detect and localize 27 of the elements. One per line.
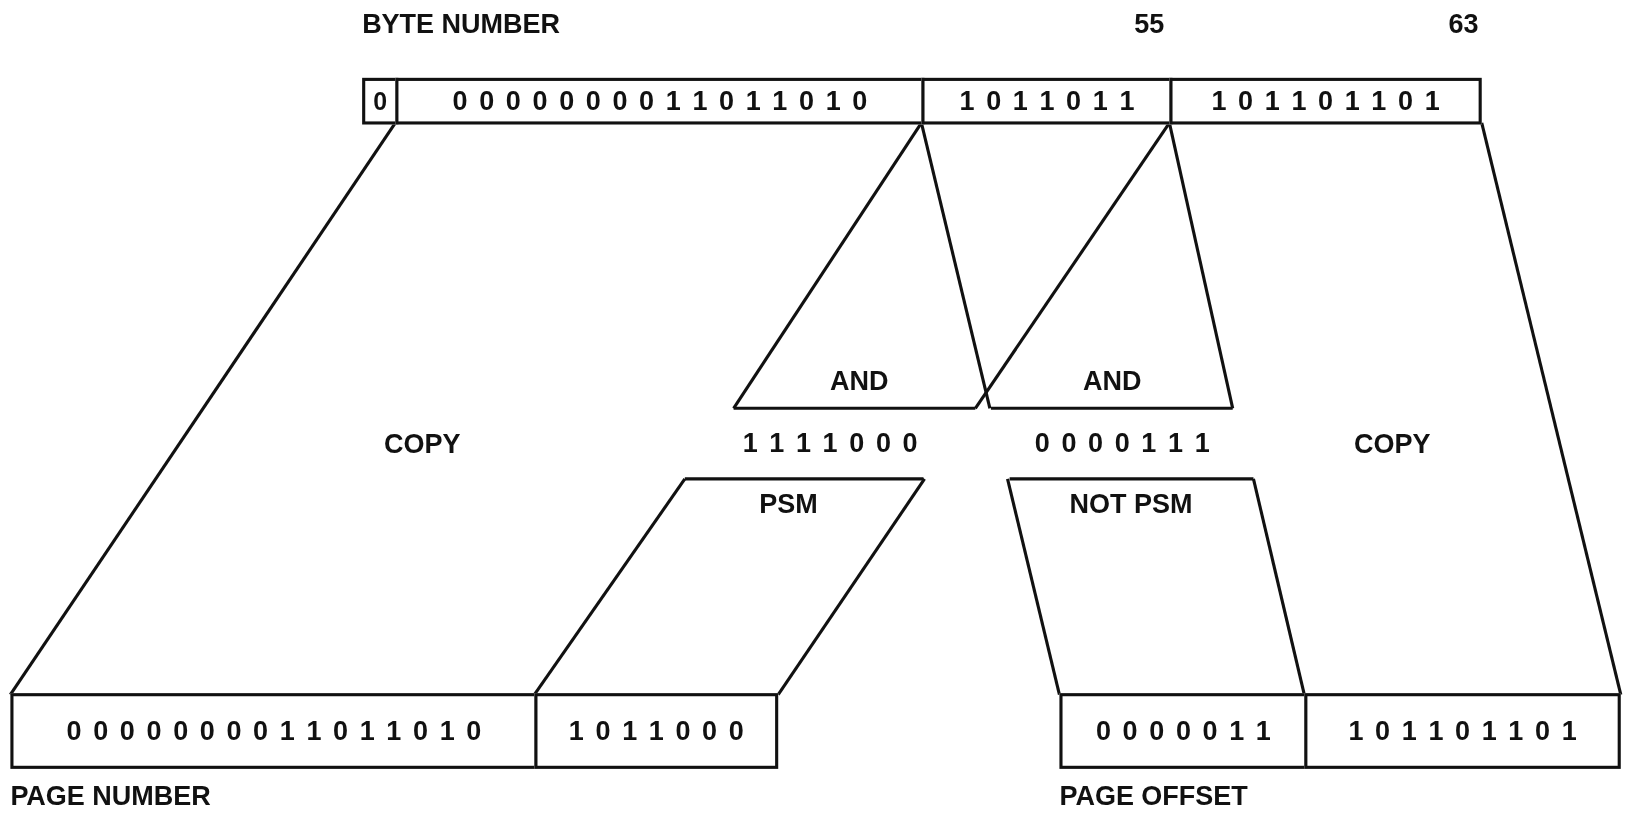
- bit-string: 1 0 1 1 0 1 1 0 1: [1348, 714, 1577, 748]
- operation-label: PSM: [759, 487, 818, 520]
- operation-label: AND: [1083, 365, 1142, 398]
- bit-field-box: [534, 693, 779, 769]
- operation-label: COPY: [383, 428, 461, 461]
- bit-string: 1 0 1 1 0 1 1: [959, 85, 1135, 118]
- boundary-line: [776, 478, 926, 696]
- field-label: BYTE NUMBER: [362, 8, 560, 41]
- bit-string: 0: [373, 86, 388, 116]
- field-label: PAGE OFFSET: [1059, 780, 1248, 813]
- bit-string: 0 0 0 0 0 0 0 0 1 1 0 1 1 0 1 0: [452, 85, 868, 118]
- field-label: PAGE NUMBER: [10, 780, 211, 813]
- bit-string: 0 0 0 0 1 1 1: [1034, 427, 1210, 460]
- bit-string: 0 0 0 0 0 0 0 0 1 1 0 1 1 0 1 0: [66, 714, 482, 748]
- bit-position-number: 55: [1134, 8, 1165, 41]
- bit-field-box: [1304, 693, 1621, 769]
- operation-label: NOT PSM: [1069, 487, 1193, 520]
- operation-label: COPY: [1354, 428, 1431, 461]
- bit-position-number: 63: [1448, 8, 1479, 41]
- bit-string: 1 0 1 1 0 1 1 0 1: [1211, 85, 1440, 118]
- bit-string: 1 1 1 1 0 0 0: [742, 427, 918, 460]
- bit-field-box: [1169, 77, 1482, 125]
- boundary-line: [1006, 478, 1061, 696]
- boundary-line: [1480, 122, 1623, 696]
- bit-string: 0 0 0 0 0 1 1: [1095, 714, 1271, 748]
- operation-label: AND: [829, 365, 889, 398]
- bit-string: 1 0 1 1 0 0 0: [568, 714, 744, 748]
